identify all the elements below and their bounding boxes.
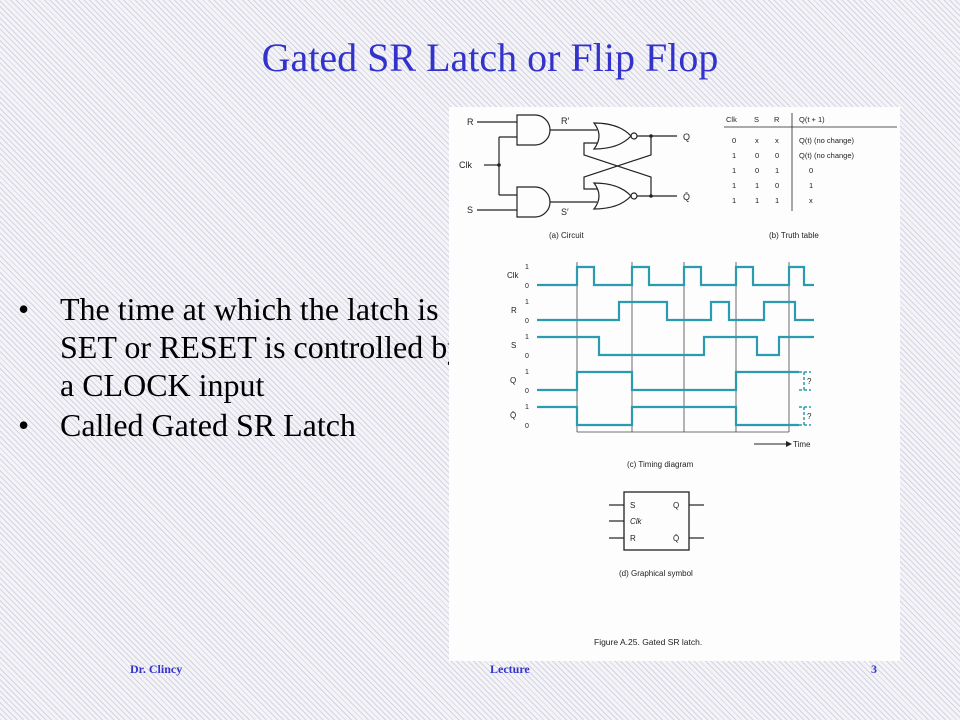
circuit-diagram: R Clk S R′ S′ Q Q̄ (a) Circuit [459,114,690,240]
unknown-q: ? [807,377,812,386]
tt-cell: 1 [809,181,813,190]
footer-page-number: 3 [871,662,877,676]
nor-gate-top [592,122,632,150]
waveform-q [537,370,799,392]
tt-cell: 0 [755,166,759,175]
level-high: 1 [525,264,529,271]
waveform-clk [537,265,814,287]
level-low: 0 [525,353,529,360]
time-axis-label: Time [793,440,811,449]
unknown-q-bar: ? [807,412,812,421]
tt-row: 1 0 0 Q(t) (no change) [732,151,855,160]
and-gate-bottom [516,186,551,218]
tt-cell: 0 [775,151,779,160]
tt-cell: 1 [732,151,736,160]
timing-label-clk: Clk [507,271,520,280]
level-low: 0 [525,388,529,395]
symbol-label-s: S [630,501,635,510]
level-low: 0 [525,283,529,290]
tt-row: 1 0 1 0 [732,166,813,175]
truth-table-caption: (b) Truth table [769,231,819,240]
tt-header: Q(t + 1) [799,115,825,124]
bullet-text: The time at which the latch is SET or RE… [60,291,464,403]
slide-title: Gated SR Latch or Flip Flop [261,35,719,80]
waveform-s [537,335,814,357]
footer-author: Dr. Clincy [130,662,183,676]
tt-header: S [754,115,759,124]
truth-table: Clk S R Q(t + 1) 0 x x Q(t) (no change) … [724,113,897,240]
bullet-icon: • [18,291,30,327]
level-high: 1 [525,369,529,376]
symbol-label-r: R [630,534,636,543]
tt-cell: x [809,196,813,205]
footer-lecture: Lecture [490,662,530,676]
tt-cell: 1 [732,181,736,190]
level-low: 0 [525,423,529,430]
bullet-icon: • [18,407,30,443]
nor-gate-bottom [592,182,632,210]
latch-symbol: S Q Clk R Q̄ (d) Graphical symbol [609,491,704,578]
waveform-q-bar [537,405,799,427]
circuit-label-r: R [467,117,474,127]
timing-label-q: Q [510,376,516,385]
bullet-list: • The time at which the latch is SET or R… [0,290,470,446]
tt-cell: 0 [775,181,779,190]
circuit-label-clk: Clk [459,160,472,170]
tt-row: 0 x x Q(t) (no change) [732,136,855,145]
timing-caption: (c) Timing diagram [627,460,694,469]
tt-cell: 1 [775,196,779,205]
tt-cell: Q(t) (no change) [799,136,855,145]
tt-header: Clk [726,115,737,124]
tt-header: R [774,115,780,124]
tt-cell: 1 [732,196,736,205]
circuit-label-s-prime: S′ [561,207,569,217]
figure-caption: Figure A.25. Gated SR latch. [594,637,702,647]
level-high: 1 [525,299,529,306]
symbol-caption: (d) Graphical symbol [619,569,693,578]
tt-cell: 1 [732,166,736,175]
circuit-label-q-bar: Q̄ [683,192,690,202]
level-high: 1 [525,334,529,341]
tt-cell: 1 [755,181,759,190]
tt-cell: 0 [732,136,736,145]
circuit-label-s: S [467,205,473,215]
timing-diagram: Clk R S Q Q̄ 1 0 1 0 1 0 1 0 1 0 [507,262,814,469]
timing-label-q-bar: Q̄ [510,411,516,420]
level-high: 1 [525,404,529,411]
symbol-label-q-bar: Q̄ [673,534,679,543]
circuit-caption: (a) Circuit [549,231,584,240]
tt-row: 1 1 0 1 [732,181,813,190]
tt-cell: x [755,136,759,145]
waveform-r [537,300,814,322]
figure-panel: R Clk S R′ S′ Q Q̄ (a) Circuit [449,107,900,661]
tt-cell: 0 [809,166,813,175]
tt-cell: 1 [755,196,759,205]
symbol-label-q: Q [673,501,679,510]
tt-cell: 1 [775,166,779,175]
level-low: 0 [525,318,529,325]
bullet-item: • Called Gated SR Latch [0,406,470,444]
bullet-item: • The time at which the latch is SET or R… [0,290,470,404]
tt-cell: x [775,136,779,145]
timing-label-s: S [511,341,516,350]
bullet-text: Called Gated SR Latch [60,407,356,443]
tt-cell: 0 [755,151,759,160]
and-gate-top [516,114,551,146]
circuit-label-r-prime: R′ [561,116,569,126]
tt-cell: Q(t) (no change) [799,151,855,160]
tt-row: 1 1 1 x [732,196,813,205]
circuit-label-q: Q [683,132,690,142]
timing-label-r: R [511,306,517,315]
symbol-label-clk: Clk [630,517,643,526]
